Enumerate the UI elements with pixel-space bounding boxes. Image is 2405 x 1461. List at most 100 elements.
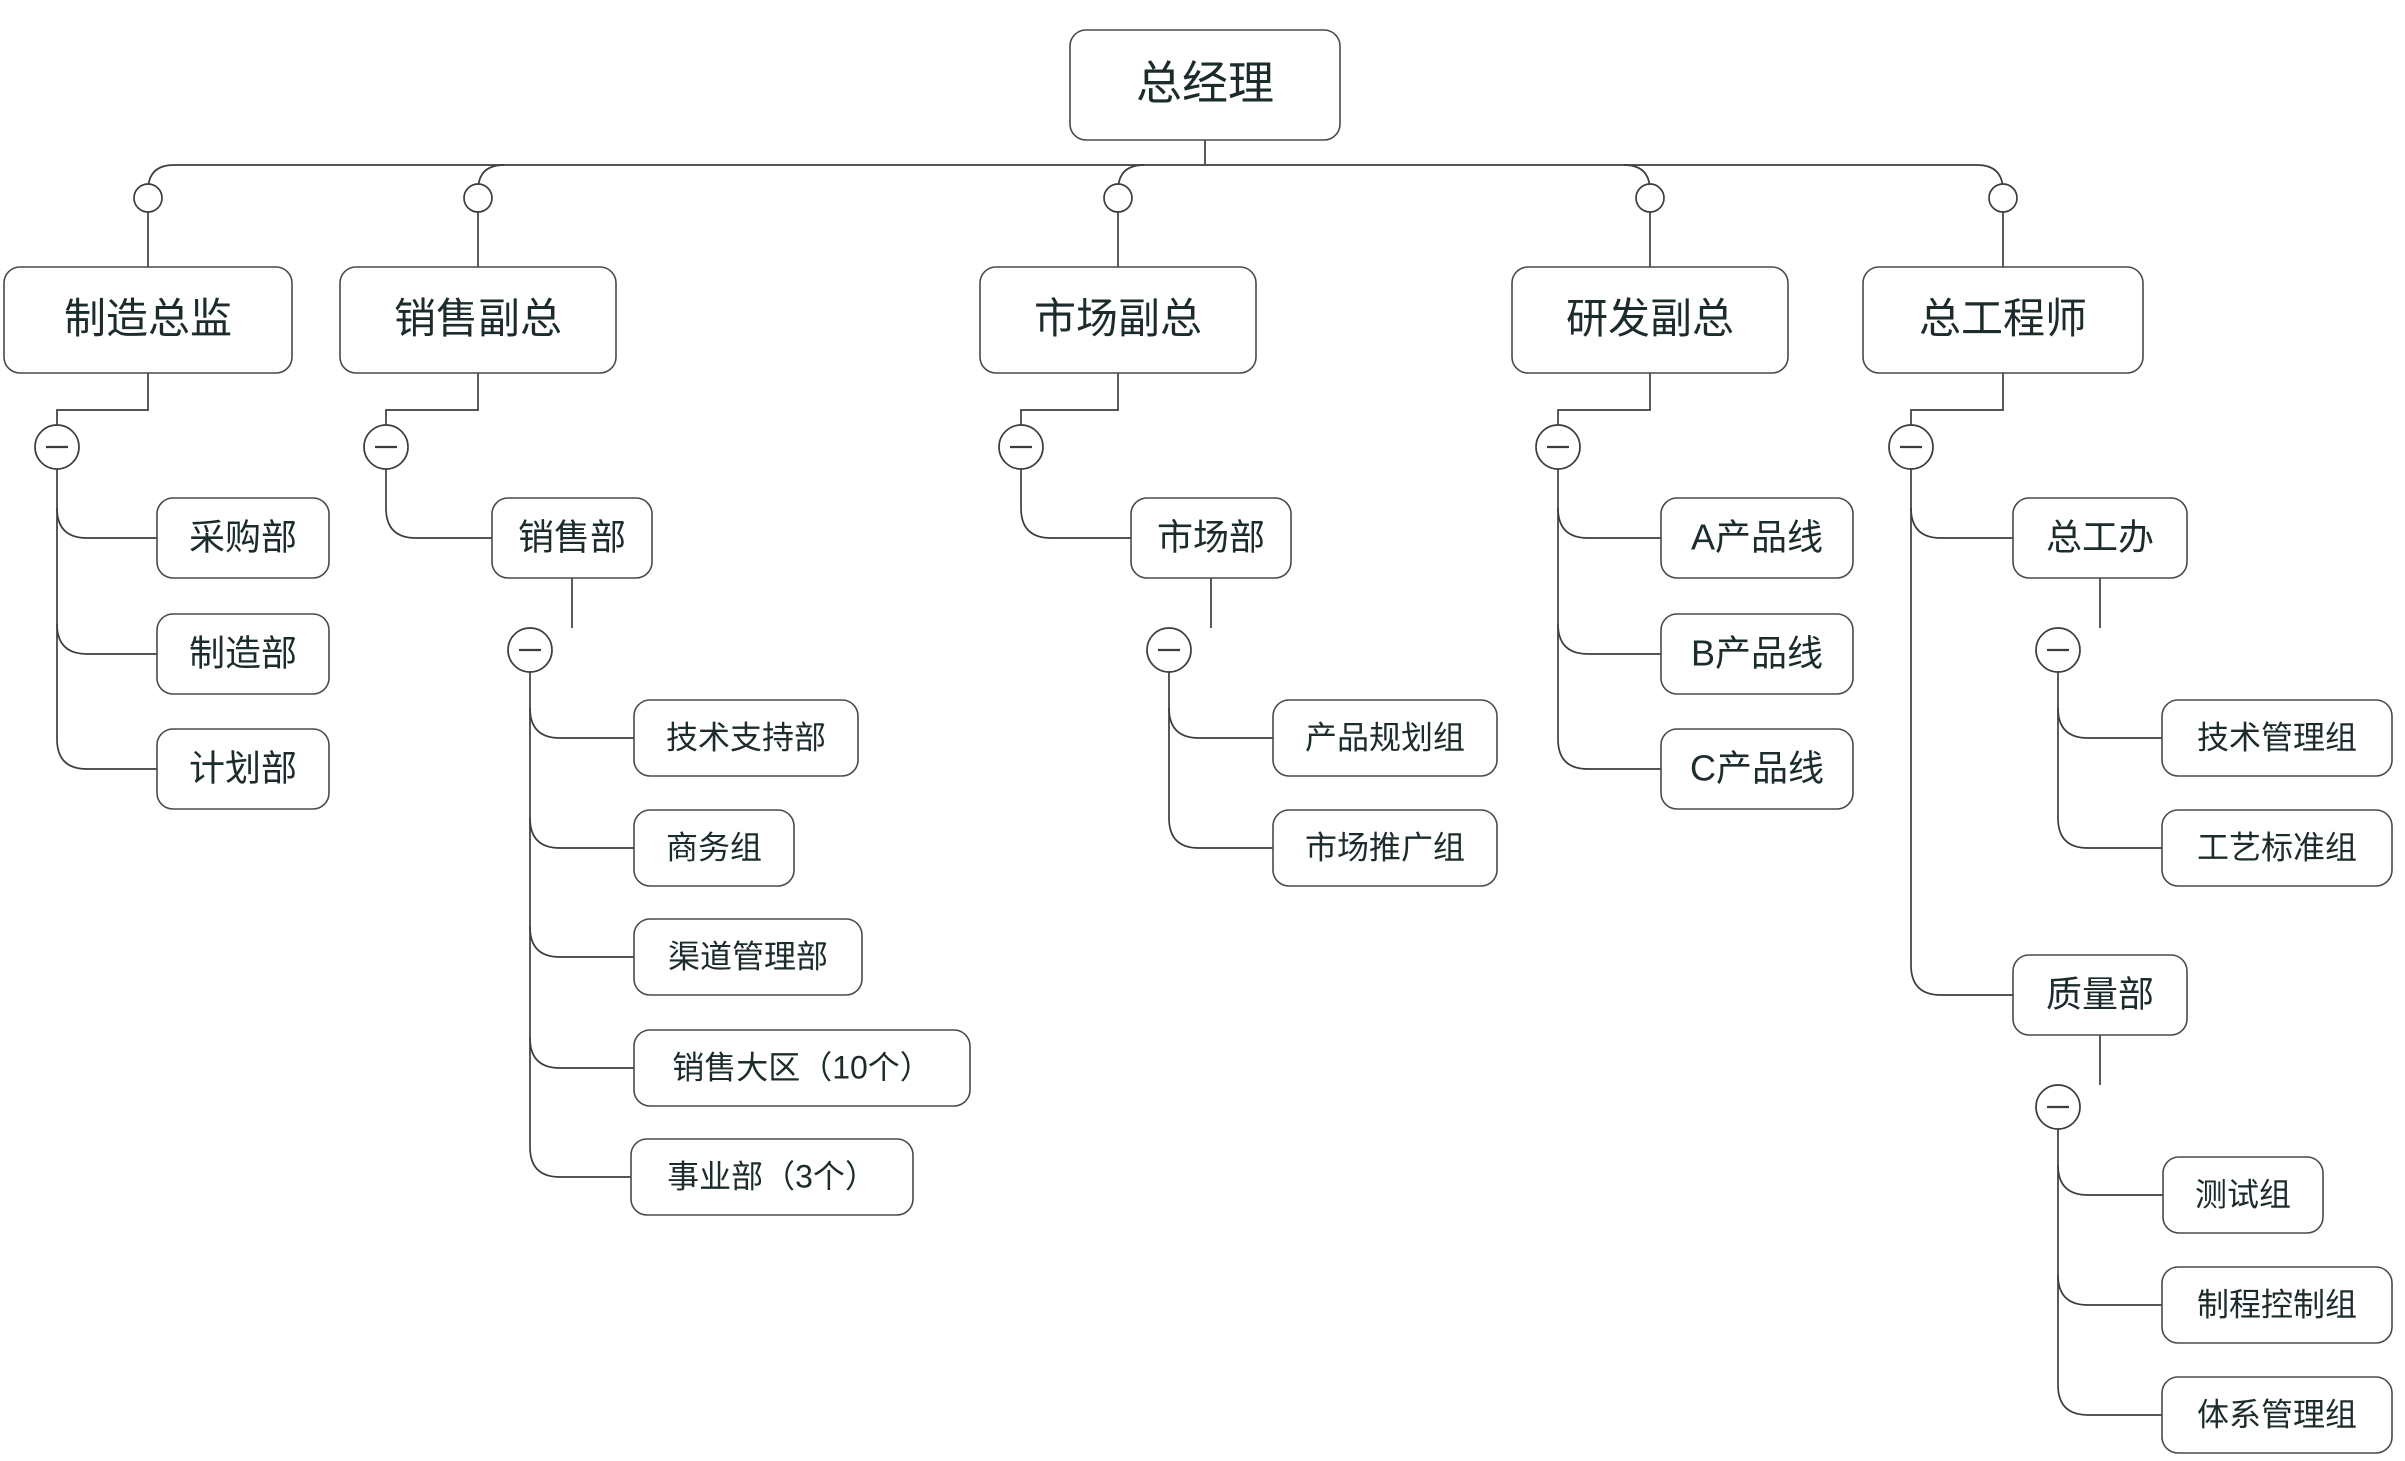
circle-minus-icon[interactable] xyxy=(2035,627,2081,673)
node-box[interactable] xyxy=(3,266,293,374)
toggle-root-branch-4[interactable] xyxy=(1635,183,1665,213)
node-tech-support[interactable]: 技术支持部 xyxy=(633,699,859,777)
node-box[interactable] xyxy=(2161,1376,2393,1454)
node-manufacturing[interactable]: 制造总监 xyxy=(3,266,293,374)
node-box[interactable] xyxy=(156,613,330,695)
link-manufacturing-to-purchasing xyxy=(56,507,157,539)
circle-minus-icon[interactable] xyxy=(1146,627,1192,673)
node-box[interactable] xyxy=(633,918,863,996)
node-business-unit[interactable]: 事业部（3个） xyxy=(630,1138,914,1216)
toggle-root-branch-1[interactable] xyxy=(133,183,163,213)
node-label: 事业部（3个） xyxy=(667,1158,877,1194)
node-box[interactable] xyxy=(156,728,330,810)
node-sales-region[interactable]: 销售大区（10个） xyxy=(633,1029,971,1107)
node-purchasing[interactable]: 采购部 xyxy=(156,497,330,579)
node-chief-eng-office[interactable]: 总工办 xyxy=(2012,497,2188,579)
node-marketing-vp[interactable]: 市场副总 xyxy=(979,266,1257,374)
node-box[interactable] xyxy=(979,266,1257,374)
circle-minus-icon[interactable] xyxy=(363,424,409,470)
node-box[interactable] xyxy=(2161,699,2393,777)
node-process-control-group[interactable]: 制程控制组 xyxy=(2161,1266,2393,1344)
node-product-line-a[interactable]: A产品线 xyxy=(1660,497,1854,579)
link-chief-engineer-stem xyxy=(1910,373,2004,425)
node-label: 渠道管理部 xyxy=(668,938,828,974)
node-box[interactable] xyxy=(1660,497,1854,579)
link-marketing-vp-stem xyxy=(1020,373,1119,425)
node-label: B产品线 xyxy=(1691,633,1823,674)
node-product-planning[interactable]: 产品规划组 xyxy=(1272,699,1498,777)
node-box[interactable] xyxy=(2012,954,2188,1036)
toggle-handle-layer xyxy=(34,183,2081,1130)
node-product-line-b[interactable]: B产品线 xyxy=(1660,613,1854,695)
node-box[interactable] xyxy=(1511,266,1789,374)
link-marketing_dept-to-product_planning xyxy=(1168,707,1273,739)
circle-minus-icon[interactable] xyxy=(34,424,80,470)
circle-minus-icon[interactable] xyxy=(1535,424,1581,470)
link-sales_vp-to-sales_dept xyxy=(385,507,492,539)
node-label: 采购部 xyxy=(189,517,297,558)
node-box[interactable] xyxy=(2162,1156,2324,1234)
node-box[interactable] xyxy=(2161,809,2393,887)
link-rd_vp-to-product_line_c xyxy=(1557,738,1661,770)
node-box[interactable] xyxy=(491,497,653,579)
circle-minus-icon[interactable] xyxy=(507,627,553,673)
circle-empty-icon[interactable] xyxy=(133,183,163,213)
node-box[interactable] xyxy=(2161,1266,2393,1344)
toggle-root-branch-5[interactable] xyxy=(1988,183,2018,213)
node-box[interactable] xyxy=(1862,266,2144,374)
node-root[interactable]: 总经理 xyxy=(1069,29,1341,141)
node-label: 产品规划组 xyxy=(1305,719,1465,755)
node-channel-mgmt[interactable]: 渠道管理部 xyxy=(633,918,863,996)
circle-empty-icon[interactable] xyxy=(1635,183,1665,213)
node-test-group[interactable]: 测试组 xyxy=(2162,1156,2324,1234)
node-box[interactable] xyxy=(339,266,617,374)
node-product-line-c[interactable]: C产品线 xyxy=(1660,728,1854,810)
node-marketing-dept[interactable]: 市场部 xyxy=(1130,497,1292,579)
node-label: 市场副总 xyxy=(1034,295,1202,342)
toggle-root-branch-3[interactable] xyxy=(1103,183,1133,213)
node-box[interactable] xyxy=(1660,613,1854,695)
toggle-root-branch-2[interactable] xyxy=(463,183,493,213)
link-sales-vp-stem xyxy=(385,373,479,425)
circle-empty-icon[interactable] xyxy=(1103,183,1133,213)
link-chief_engineer-to-quality_dept xyxy=(1910,964,2013,996)
node-chief-engineer[interactable]: 总工程师 xyxy=(1862,266,2144,374)
node-quality-dept[interactable]: 质量部 xyxy=(2012,954,2188,1036)
link-rd_vp-to-product_line_a xyxy=(1557,507,1661,539)
circle-empty-icon[interactable] xyxy=(1988,183,2018,213)
link-marketing_dept-to-market_promotion xyxy=(1168,817,1273,849)
connector-layer xyxy=(56,140,2163,1416)
link-chief_engineer-to-chief_eng_office xyxy=(1910,507,2013,539)
node-box[interactable] xyxy=(2012,497,2188,579)
node-box[interactable] xyxy=(1272,699,1498,777)
node-box[interactable] xyxy=(1069,29,1341,141)
circle-minus-icon[interactable] xyxy=(1888,424,1934,470)
node-business-group[interactable]: 商务组 xyxy=(633,809,795,887)
node-sales-vp[interactable]: 销售副总 xyxy=(339,266,617,374)
node-label: 技术管理组 xyxy=(2197,719,2357,755)
node-box[interactable] xyxy=(1272,809,1498,887)
node-box[interactable] xyxy=(156,497,330,579)
node-label: 销售部 xyxy=(518,517,626,558)
node-box[interactable] xyxy=(630,1138,914,1216)
circle-empty-icon[interactable] xyxy=(463,183,493,213)
node-system-mgmt-group[interactable]: 体系管理组 xyxy=(2161,1376,2393,1454)
link-sales_dept-to-business_unit xyxy=(529,1146,631,1178)
node-process-standard-group[interactable]: 工艺标准组 xyxy=(2161,809,2393,887)
node-planning[interactable]: 计划部 xyxy=(156,728,330,810)
node-manufacturing-dept[interactable]: 制造部 xyxy=(156,613,330,695)
circle-minus-icon[interactable] xyxy=(2035,1084,2081,1130)
node-sales-dept[interactable]: 销售部 xyxy=(491,497,653,579)
node-box[interactable] xyxy=(1130,497,1292,579)
node-label: 市场推广组 xyxy=(1305,829,1465,865)
node-rd-vp[interactable]: 研发副总 xyxy=(1511,266,1789,374)
node-market-promotion[interactable]: 市场推广组 xyxy=(1272,809,1498,887)
node-label: 研发副总 xyxy=(1566,295,1734,342)
node-box[interactable] xyxy=(1660,728,1854,810)
node-box[interactable] xyxy=(633,1029,971,1107)
node-box[interactable] xyxy=(633,699,859,777)
circle-minus-icon[interactable] xyxy=(998,424,1044,470)
node-box[interactable] xyxy=(633,809,795,887)
node-label: 商务组 xyxy=(666,829,762,865)
node-tech-mgmt-group[interactable]: 技术管理组 xyxy=(2161,699,2393,777)
